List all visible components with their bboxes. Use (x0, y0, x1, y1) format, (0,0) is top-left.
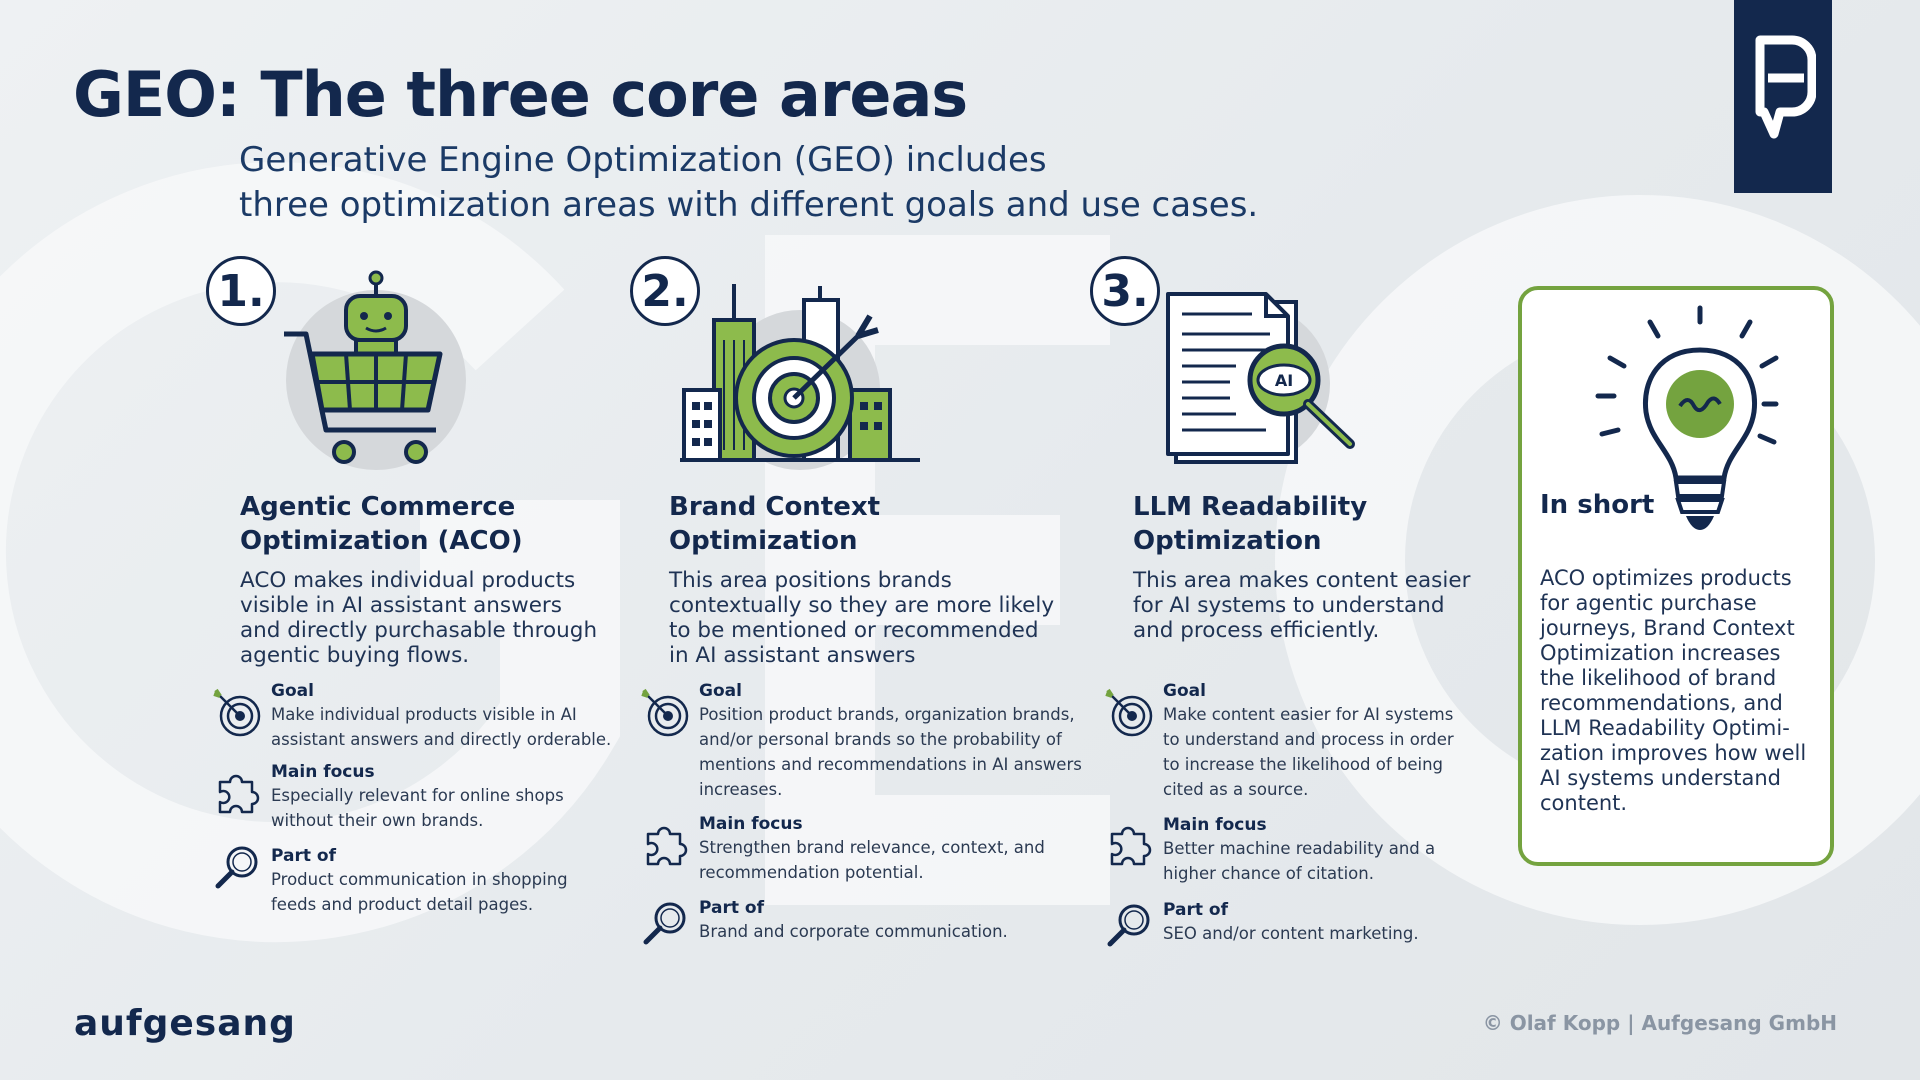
magnifier-icon (1107, 904, 1150, 947)
main-focus-label: Main focus (1163, 815, 1267, 835)
column-description: This area positions brands contextually … (669, 568, 1054, 668)
goal-line: Make individual products visible in AI (271, 705, 577, 724)
speech-bubble-logo-icon (1755, 35, 1816, 139)
target-dart-icon (641, 688, 689, 737)
svg-text:AI: AI (1275, 371, 1293, 390)
main-focus-line: Especially relevant for online shops (271, 786, 564, 805)
summary-line: Optimization increases (1540, 641, 1781, 665)
summary-line: zation improves how well (1540, 741, 1807, 765)
main-focus-block: Main focus Better machine readability an… (1163, 814, 1435, 886)
summary-line: the likelihood of brand (1540, 666, 1777, 690)
goal-label: Goal (271, 681, 314, 701)
summary-line: content. (1540, 791, 1628, 815)
column-title-line: Optimization (ACO) (240, 526, 523, 556)
summary-line: recommendations, and (1540, 691, 1783, 715)
part-of-label: Part of (271, 846, 336, 866)
main-focus-line: Better machine readability and a (1163, 839, 1436, 858)
summary-line: ACO optimizes products (1540, 566, 1792, 590)
description-line: and process efficiently. (1133, 618, 1380, 643)
column-description: This area makes content easier for AI sy… (1133, 568, 1470, 643)
robot-shopping-cart-icon (284, 270, 466, 470)
column-title-line: Optimization (669, 526, 858, 556)
description-line: This area positions brands (669, 568, 952, 593)
goal-block: Goal Make content easier for AI systems … (1163, 680, 1454, 802)
part-of-line: SEO and/or content marketing. (1163, 924, 1419, 943)
subtitle-line: Generative Engine Optimization (GEO) inc… (239, 140, 1047, 180)
goal-line: to increase the likelihood of being (1163, 755, 1444, 774)
column-title: Brand Context Optimization (669, 490, 880, 558)
column-title-line: Brand Context (669, 492, 881, 522)
corner-brand-logo (1734, 0, 1832, 193)
main-focus-line: without their own brands. (271, 811, 484, 830)
lightbulb-icon (1595, 305, 1779, 530)
page-title: GEO: The three core areas (73, 58, 968, 131)
subtitle-line: three optimization areas with different … (239, 185, 1259, 225)
part-of-label: Part of (1163, 900, 1228, 920)
document-ai-magnifier-icon: AI (1166, 292, 1355, 464)
goal-line: mentions and recommendations in AI answe… (699, 755, 1082, 774)
goal-line: Make content easier for AI systems (1163, 705, 1454, 724)
summary-line: LLM Readability Optimi- (1540, 716, 1790, 740)
footer-brand-logo: aufgesang (74, 1003, 296, 1044)
description-line: ACO makes individual products (240, 568, 576, 593)
target-dart-icon (213, 688, 261, 737)
column-title: LLM Readability Optimization (1133, 490, 1367, 558)
main-focus-label: Main focus (699, 814, 803, 834)
magnifier-icon (643, 902, 686, 945)
part-of-line: feeds and product detail pages. (271, 895, 534, 914)
summary-line: journeys, Brand Context (1540, 616, 1795, 640)
step-number-badge: 2. (630, 256, 700, 326)
summary-title: In short (1540, 490, 1655, 520)
puzzle-piece-icon (1110, 826, 1152, 866)
target-dart-icon (1105, 688, 1153, 737)
copyright-text: © Olaf Kopp | Aufgesang GmbH (1482, 1011, 1837, 1035)
goal-block: Goal Make individual products visible in… (271, 680, 611, 752)
goal-line: Position product brands, organization br… (699, 705, 1075, 724)
main-focus-line: recommendation potential. (699, 863, 924, 882)
description-line: This area makes content easier (1133, 568, 1471, 593)
part-of-label: Part of (699, 898, 764, 918)
main-focus-block: Main focus Strengthen brand relevance, c… (699, 813, 1045, 885)
part-of-block: Part of Product communication in shoppin… (271, 845, 568, 917)
goal-line: and/or personal brands so the probabilit… (699, 730, 1062, 749)
goal-label: Goal (699, 681, 742, 701)
description-line: visible in AI assistant answers (240, 593, 562, 618)
magnifier-icon (215, 846, 258, 889)
column-description: ACO makes individual products visible in… (240, 568, 597, 668)
main-focus-block: Main focus Especially relevant for onlin… (271, 761, 564, 833)
page-subtitle: Generative Engine Optimization (GEO) inc… (239, 138, 1258, 228)
part-of-block: Part of Brand and corporate communicatio… (699, 897, 1008, 944)
summary-line: for agentic purchase (1540, 591, 1757, 615)
part-of-line: Product communication in shopping (271, 870, 568, 889)
description-line: and directly purchasable through (240, 618, 598, 643)
goal-line: assistant answers and directly orderable… (271, 730, 612, 749)
part-of-line: Brand and corporate communication. (699, 922, 1008, 941)
main-focus-line: Strengthen brand relevance, context, and (699, 838, 1045, 857)
description-line: contextually so they are more likely (669, 593, 1055, 618)
summary-line: AI systems understand (1540, 766, 1781, 790)
goal-block: Goal Position product brands, organizati… (699, 680, 1082, 802)
step-number-badge: 3. (1090, 256, 1160, 326)
column-title-line: Optimization (1133, 526, 1322, 556)
city-target-icon (680, 284, 920, 470)
puzzle-piece-icon (646, 826, 688, 866)
goal-line: increases. (699, 780, 783, 799)
main-focus-line: higher chance of citation. (1163, 864, 1374, 883)
step-number-badge: 1. (206, 256, 276, 326)
description-line: to be mentioned or recommended (669, 618, 1039, 643)
description-line: in AI assistant answers (669, 643, 916, 668)
description-line: agentic buying flows. (240, 643, 470, 668)
puzzle-piece-icon (218, 774, 260, 814)
description-line: for AI systems to understand (1133, 593, 1445, 618)
summary-text: ACO optimizes products for agentic purch… (1540, 566, 1830, 816)
part-of-block: Part of SEO and/or content marketing. (1163, 899, 1419, 946)
goal-line: cited as a source. (1163, 780, 1309, 799)
main-focus-label: Main focus (271, 762, 375, 782)
goal-label: Goal (1163, 681, 1206, 701)
column-title: Agentic Commerce Optimization (ACO) (240, 490, 523, 558)
column-title-line: LLM Readability (1133, 492, 1368, 522)
goal-line: to understand and process in order (1163, 730, 1454, 749)
column-title-line: Agentic Commerce (240, 492, 516, 522)
